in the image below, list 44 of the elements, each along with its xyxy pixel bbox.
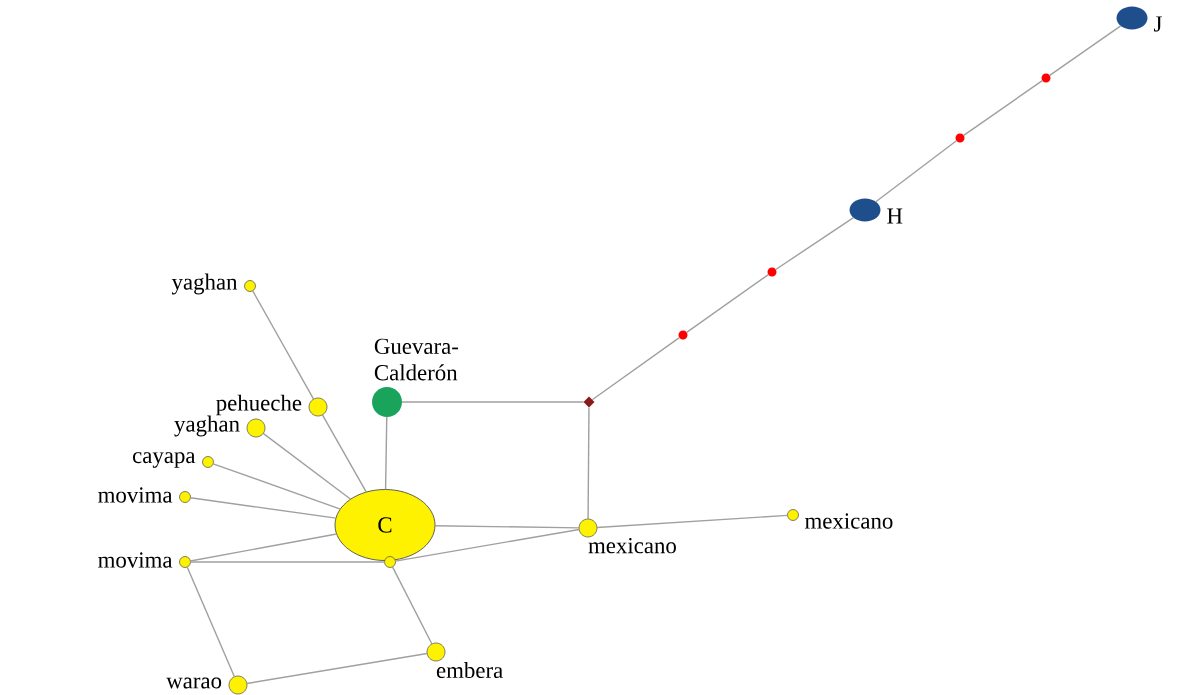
node-label: mexicano bbox=[588, 538, 676, 554]
node-label: embera bbox=[436, 662, 503, 679]
connector-line bbox=[685, 273, 770, 334]
node-dot bbox=[849, 198, 881, 222]
node-dot bbox=[372, 387, 402, 417]
node-label: mexicano bbox=[805, 513, 893, 529]
connector-line bbox=[591, 336, 681, 401]
connector-line bbox=[963, 79, 1044, 137]
connector-line bbox=[401, 401, 585, 403]
connector-line bbox=[587, 406, 590, 520]
connector-line bbox=[596, 514, 789, 529]
node-dot bbox=[246, 418, 266, 438]
connector-line bbox=[189, 497, 337, 519]
connector-line bbox=[434, 525, 580, 529]
node-label: yaghan bbox=[174, 415, 240, 437]
connector-line bbox=[384, 416, 388, 491]
connector-line bbox=[394, 528, 580, 562]
connector-line bbox=[775, 217, 855, 271]
node-label: H bbox=[887, 208, 903, 224]
node-dot bbox=[426, 642, 446, 662]
node-dot bbox=[228, 675, 248, 695]
node-dot bbox=[578, 518, 598, 538]
node-label: J bbox=[1154, 16, 1162, 32]
connector-line bbox=[246, 652, 428, 685]
node-diamond bbox=[583, 396, 595, 408]
node-dot bbox=[1116, 6, 1148, 30]
node-label: movima bbox=[98, 552, 173, 568]
node-label: cayapa bbox=[133, 452, 196, 468]
connector-line bbox=[252, 290, 315, 400]
connector-line bbox=[189, 533, 338, 562]
node-label: pehueche bbox=[216, 394, 302, 416]
node-label: movima bbox=[98, 487, 173, 503]
connector-line bbox=[212, 463, 341, 510]
connector-line bbox=[321, 414, 367, 493]
node-label: yaghan bbox=[171, 273, 238, 295]
connector-line bbox=[391, 566, 433, 645]
node-label: Guevara-Calderón bbox=[374, 338, 459, 381]
connector-line bbox=[189, 561, 386, 563]
connector-line bbox=[262, 432, 352, 500]
node-label: warao bbox=[166, 677, 222, 689]
connector-line bbox=[186, 566, 236, 678]
connector-line bbox=[875, 140, 958, 203]
connector-line bbox=[1049, 25, 1122, 77]
node-dot bbox=[308, 397, 328, 417]
